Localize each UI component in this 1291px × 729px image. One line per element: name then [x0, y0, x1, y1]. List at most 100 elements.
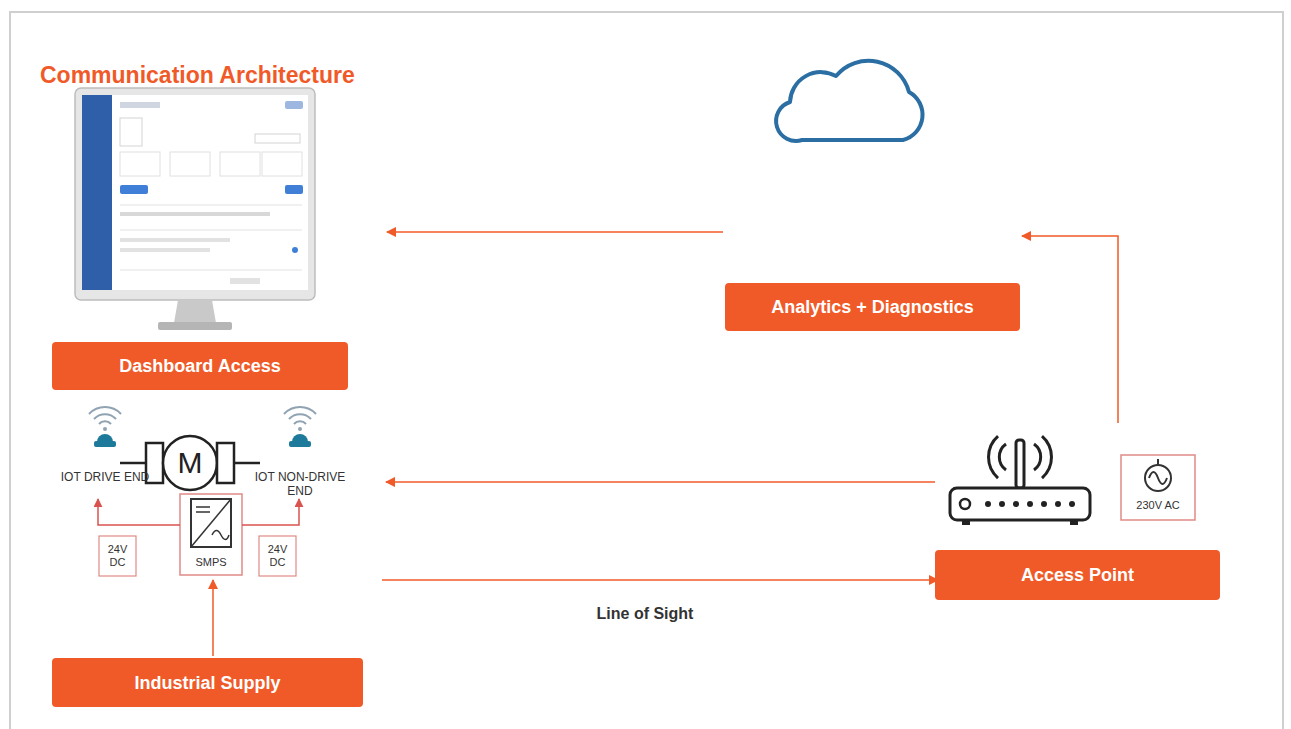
- iot-sensor-icon: [97, 434, 113, 442]
- cloud-icon: [776, 61, 922, 141]
- router-icon: [1013, 501, 1019, 507]
- iot-sensor-icon: [103, 427, 107, 431]
- monitor-icon: [230, 278, 260, 284]
- ac-source-symbol: [1145, 465, 1171, 491]
- router-icon: [999, 444, 1006, 470]
- monitor-icon: [120, 238, 230, 242]
- router-icon: [1042, 436, 1051, 478]
- router-icon: [950, 436, 1090, 525]
- power-wire: [98, 499, 180, 525]
- iot-sensor-icon: [99, 421, 111, 424]
- monitor-icon: [120, 102, 160, 108]
- ac-source-symbol: [1157, 459, 1159, 465]
- iot-sensor-icon: [298, 427, 302, 431]
- power-wire: [99, 536, 136, 576]
- motor-symbol: [234, 462, 260, 465]
- iot-sensor-icon: [94, 414, 116, 419]
- router-icon: [1069, 501, 1075, 507]
- monitor-icon: [120, 248, 210, 252]
- router-icon: [950, 488, 1090, 520]
- monitor-icon: [120, 205, 302, 206]
- smps-symbol: [180, 494, 242, 575]
- monitor-icon: [285, 101, 303, 109]
- line-of-sight-arrow: [382, 482, 938, 580]
- ac-source-symbol: [1149, 472, 1167, 484]
- power-wire: [259, 536, 296, 576]
- iot-sensor-icon: [94, 441, 116, 447]
- line-of-sight-arrow: [382, 579, 938, 581]
- sensor-label: IOT DRIVE END: [59, 470, 151, 484]
- monitor-icon: [120, 212, 270, 216]
- part-name: SMPS: [183, 556, 239, 569]
- monitor-icon: [82, 95, 112, 290]
- monitor-icon: [82, 95, 308, 290]
- page-frame: [10, 12, 1283, 729]
- monitor-icon: [158, 322, 232, 330]
- supply-arrow: [213, 580, 214, 656]
- router-icon: [1070, 520, 1078, 525]
- iot-sensor-icon: [89, 407, 316, 447]
- smps-symbol: [212, 531, 229, 540]
- cloud-icon: [776, 61, 922, 141]
- iot-sensor-icon: [284, 407, 316, 414]
- monitor-icon: [120, 270, 302, 271]
- iot-sensor-icon: [294, 421, 306, 424]
- router-icon: [1041, 501, 1047, 507]
- iot-sensor-icon: [89, 407, 121, 414]
- monitor-icon: [75, 88, 315, 330]
- router-icon: [1055, 501, 1061, 507]
- node-label: Access Point: [935, 550, 1220, 600]
- monitor-icon: [75, 88, 315, 300]
- smps-symbol: [196, 506, 210, 508]
- motor-letter: M: [170, 445, 210, 481]
- monitor-icon: [120, 152, 160, 176]
- monitor-icon: [285, 185, 303, 194]
- diagram-title: Communication Architecture: [40, 62, 355, 89]
- router-icon: [985, 501, 991, 507]
- smps-symbol: [180, 494, 242, 575]
- connector-arrow: [1022, 236, 1118, 423]
- sensor-label: IOT NON-DRIVE END: [245, 470, 355, 498]
- iot-sensor-icon: [289, 414, 311, 419]
- monitor-icon: [292, 247, 298, 253]
- monitor-icon: [170, 152, 210, 176]
- power-wire: [98, 499, 299, 576]
- monitor-icon: [255, 134, 300, 143]
- router-icon: [962, 520, 970, 525]
- motor-symbol: [217, 443, 234, 483]
- router-icon: [1027, 501, 1033, 507]
- smps-symbol: [191, 499, 231, 547]
- motor-symbol: [120, 462, 146, 465]
- page-frame: [10, 12, 1283, 729]
- voltage-label: 24V DC: [261, 543, 295, 569]
- node-label: Industrial Supply: [52, 658, 363, 707]
- motor-symbol: [163, 436, 217, 490]
- monitor-icon: [262, 152, 302, 176]
- voltage-label: 230V AC: [1122, 499, 1194, 512]
- monitor-icon: [120, 118, 142, 146]
- line-of-sight-arrow: [386, 481, 935, 483]
- node-group: Dashboard Access: [50, 85, 385, 390]
- monitor-icon: [120, 185, 148, 194]
- monitor-icon: [220, 152, 260, 176]
- router-icon: [1016, 440, 1024, 488]
- smps-symbol: [196, 511, 210, 513]
- iot-sensor-icon: [289, 441, 311, 447]
- smps-symbol: [191, 499, 231, 547]
- router-icon: [999, 501, 1005, 507]
- node-group: Access Point: [935, 425, 1220, 600]
- ac-source-symbol: [1121, 455, 1195, 520]
- monitor-icon: [120, 230, 302, 231]
- node-label: Analytics + Diagnostics: [725, 283, 1020, 331]
- router-icon: [989, 436, 998, 478]
- node-label: Dashboard Access: [52, 342, 348, 390]
- iot-sensor-icon: [292, 434, 308, 442]
- monitor-icon: [174, 300, 216, 323]
- link-label: Line of Sight: [535, 604, 755, 624]
- connector-arrow: [387, 231, 723, 233]
- ac-source-symbol: [1121, 455, 1195, 520]
- node-group: Analytics + Diagnostics: [725, 55, 1020, 331]
- power-wire: [242, 499, 299, 525]
- router-icon: [1034, 444, 1041, 470]
